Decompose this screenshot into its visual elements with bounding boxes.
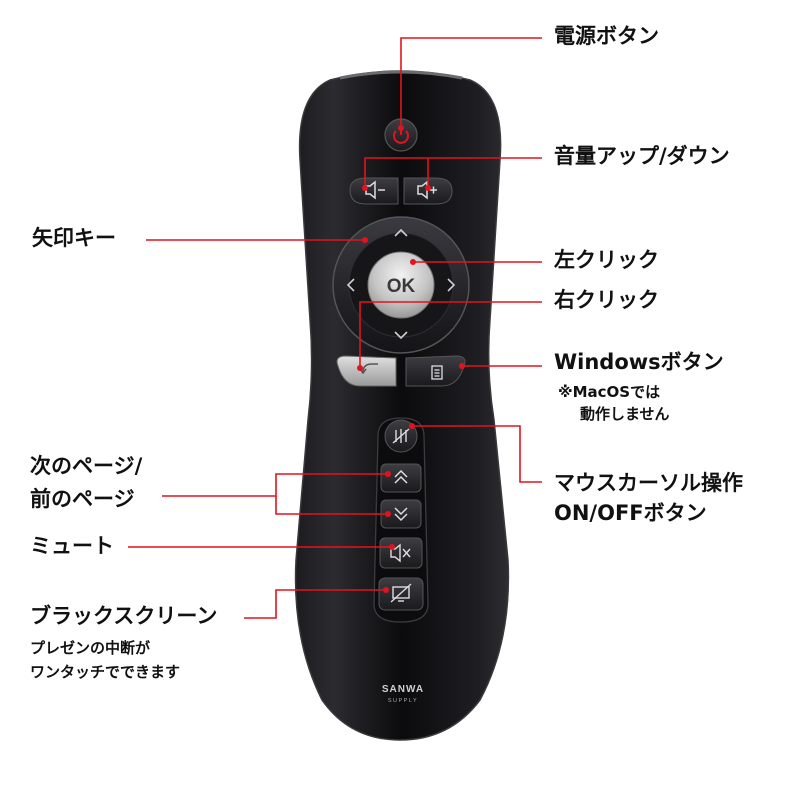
windows-label: Windowsボタン <box>554 350 724 374</box>
arrow-left-icon <box>346 278 355 292</box>
blackscreen-note: プレゼンの中断が ワンタッチでできます <box>30 636 180 684</box>
brand-sub-text: SUPPLY <box>388 698 418 704</box>
brand-text: SANWA <box>382 684 424 695</box>
windows-note-line-2: 動作しません <box>580 404 670 423</box>
back-menu-buttons <box>336 355 466 387</box>
arrow-keys <box>332 216 470 354</box>
cursor-toggle-line-1: マウスカーソル操作 <box>554 471 743 495</box>
ok-label: OK <box>387 276 416 297</box>
lower-buttons <box>373 417 429 623</box>
arrow-right-icon <box>447 278 456 292</box>
callout-page <box>162 473 388 497</box>
blackscreen-icon <box>390 583 412 603</box>
volume-down-icon <box>365 180 385 200</box>
volume-label: 音量アップ/ダウン <box>554 144 730 168</box>
callout-cursor <box>412 425 542 483</box>
cursor-toggle-line-2: ON/OFFボタン <box>554 501 707 526</box>
left-click-label: 左クリック <box>554 248 659 272</box>
windows-note-line-1: ※MacOSでは <box>558 383 661 401</box>
cursor-toggle-icon <box>392 428 410 444</box>
brand-logo: SANWA SUPPLY <box>382 684 424 704</box>
page-label-line-2: 前のページ <box>30 486 135 511</box>
volume-buttons <box>349 177 453 205</box>
volume-up-icon <box>417 180 437 200</box>
arrow-down-icon <box>394 331 408 340</box>
blackscreen-label: ブラックスクリーン <box>30 604 218 628</box>
mute-icon <box>390 543 411 563</box>
page-down-icon <box>394 507 408 522</box>
page-up-icon <box>394 469 408 484</box>
callout-volume <box>364 157 542 188</box>
callout-lines <box>128 37 542 619</box>
mute-label: ミュート <box>30 534 114 558</box>
right-click-label: 右クリック <box>554 288 659 312</box>
blackscreen-note-line-1: プレゼンの中断が <box>30 639 151 657</box>
arrow-keys-label: 矢印キー <box>32 226 116 250</box>
callout-right-click <box>359 301 542 368</box>
blackscreen-note-line-2: ワンタッチでできます <box>30 663 181 681</box>
power-label: 電源ボタン <box>554 24 659 48</box>
windows-note: ※MacOSでは 動作しません <box>558 382 670 426</box>
callout-dots <box>357 125 465 593</box>
callout-power <box>400 37 542 128</box>
page-label-line-1: 次のページ/ <box>30 454 143 478</box>
remote-body <box>294 70 510 741</box>
callout-blackscreen <box>244 589 386 619</box>
menu-icon <box>431 365 443 380</box>
cursor-toggle-label: マウスカーソル操作 ON/OFFボタン <box>554 468 743 529</box>
page-label: 次のページ/ 前のページ <box>30 450 142 515</box>
arrow-up-icon <box>394 228 408 237</box>
